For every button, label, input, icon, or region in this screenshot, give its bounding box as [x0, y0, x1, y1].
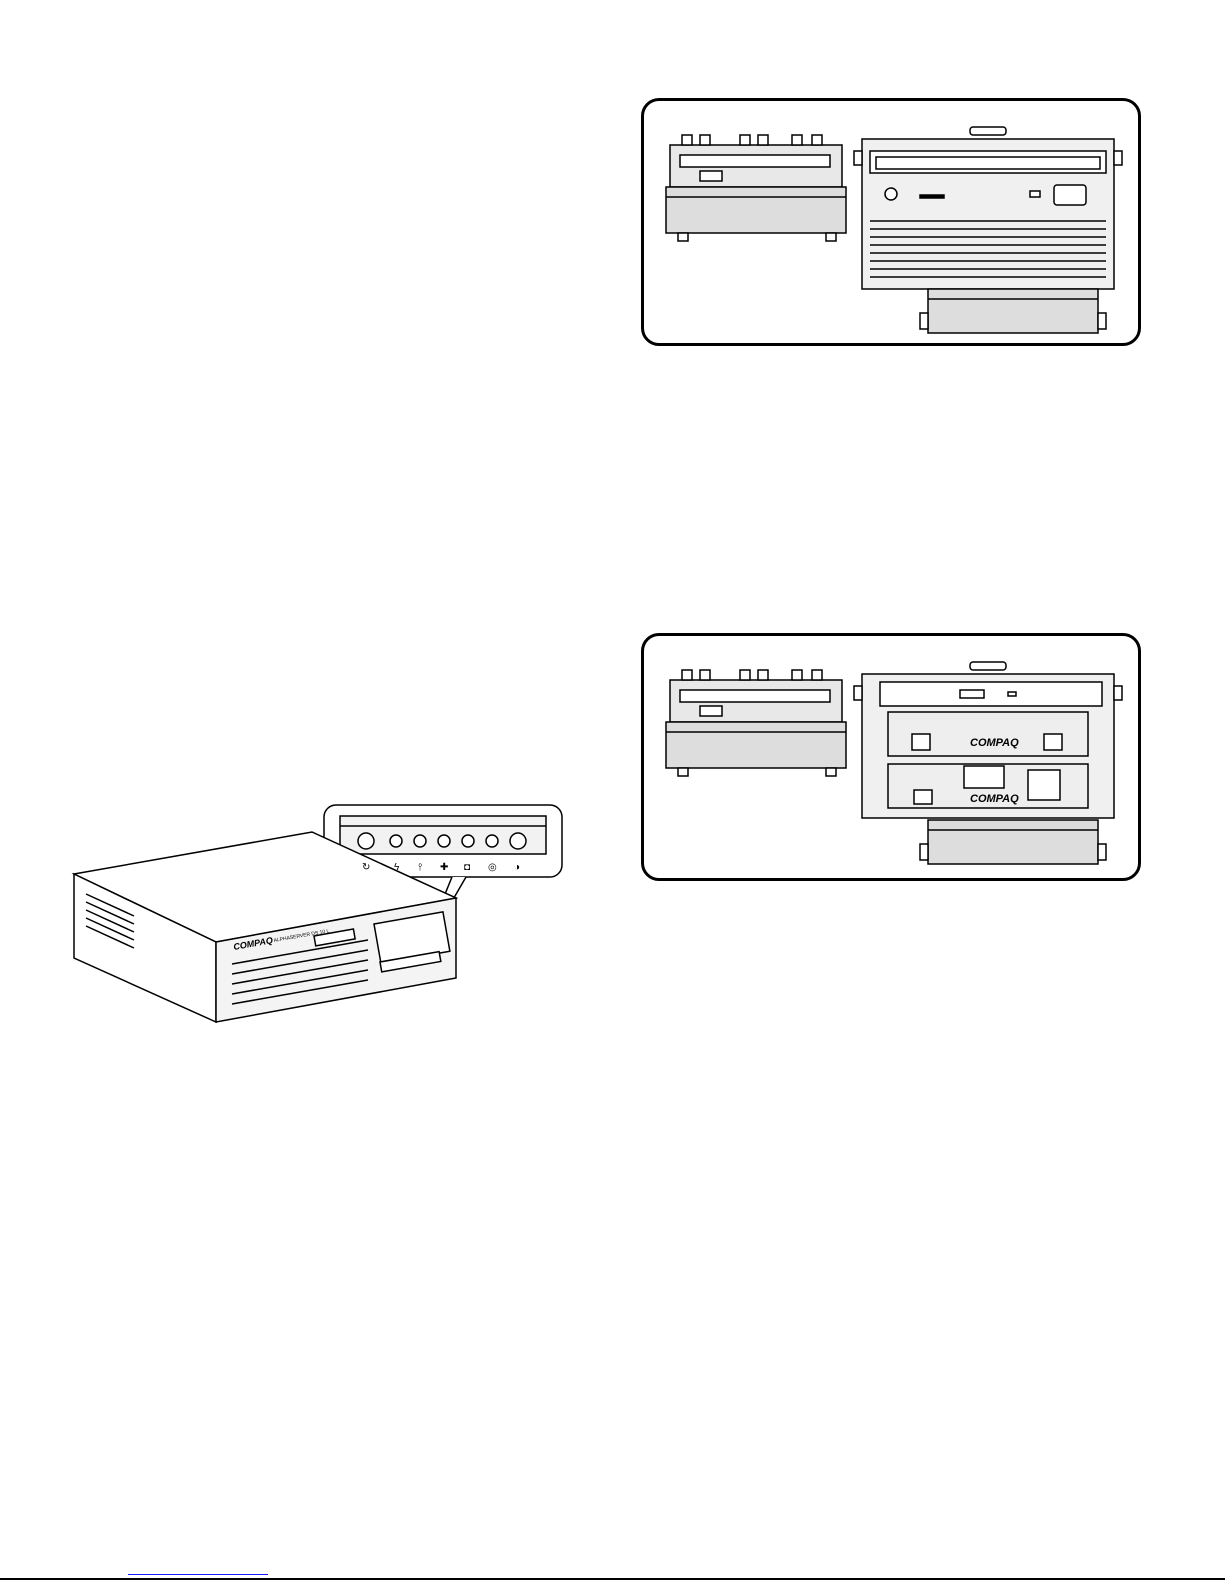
tape-drive — [920, 289, 1106, 333]
fan-icon: ✚ — [440, 862, 448, 873]
power-icon: ◑ — [514, 862, 520, 873]
drive-bays-figure-top — [641, 98, 1141, 346]
drive-bays-illustration-top — [644, 101, 1138, 343]
reset-icon: ↻ — [362, 862, 370, 873]
chassis-illustration: ↻ ϟ ⫯ ✚ ◘ ◎ ◑ COMPAQ ALPHASERVER DS 10 L — [68, 800, 568, 1030]
footer-link-underline[interactable] — [128, 1574, 268, 1575]
power-fault-icon: ϟ — [394, 862, 400, 873]
disk-icon: ◘ — [464, 862, 470, 873]
floppy-drive — [666, 135, 846, 241]
network-icon: ◎ — [488, 862, 497, 873]
floppy-drive-2 — [666, 670, 846, 776]
drive-bays-illustration-bottom: COMPAQ COMPAQ — [644, 636, 1138, 878]
compaq-logo-1: COMPAQ — [970, 737, 1019, 749]
cdrom-drive — [854, 127, 1122, 289]
drive-bays-figure-bottom: COMPAQ COMPAQ — [641, 633, 1141, 881]
temperature-icon: ⫯ — [417, 862, 422, 873]
tape-drive-2 — [920, 820, 1106, 864]
compaq-logo-2: COMPAQ — [970, 793, 1019, 805]
footer-rule — [0, 1578, 1225, 1580]
chassis-figure: ↻ ϟ ⫯ ✚ ◘ ◎ ◑ COMPAQ ALPHASERVER DS 10 L — [68, 800, 568, 1030]
